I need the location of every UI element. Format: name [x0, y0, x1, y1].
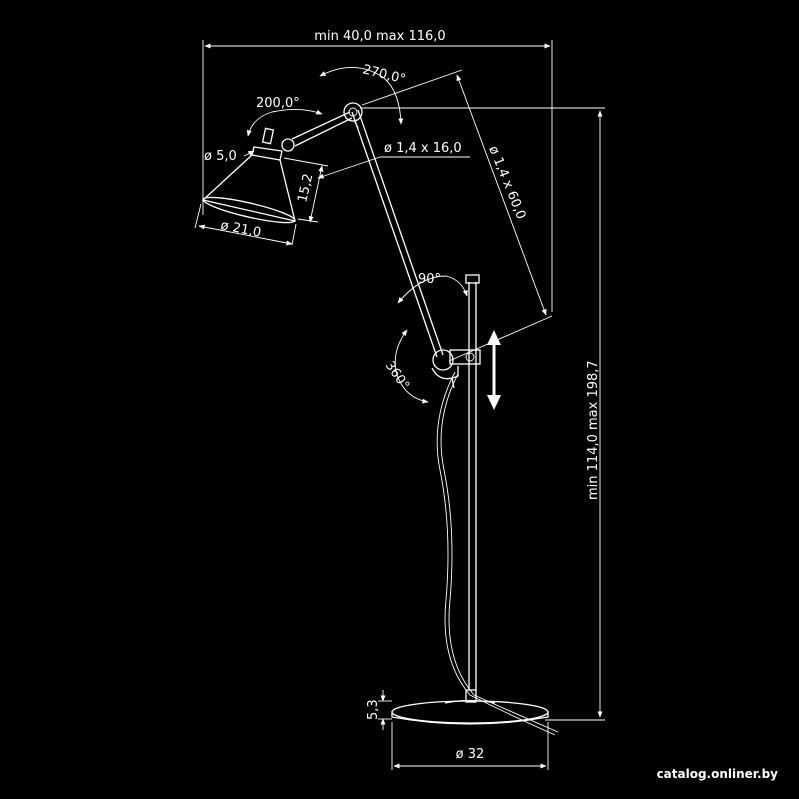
shade-rotation-arc: 200,0° — [246, 96, 323, 137]
arm-rotation-label: 270,0° — [361, 62, 407, 87]
shade-depth-dimension: 15,2 — [283, 157, 329, 223]
base-height-dimension: 5,3 — [366, 690, 392, 730]
shade-diameter-label: ø 21,0 — [219, 218, 262, 241]
lamp-base — [391, 689, 549, 725]
shade-depth-label: 15,2 — [295, 172, 316, 204]
base-height-label: 5,3 — [366, 699, 381, 720]
width-dimension: min 40,0 max 116,0 — [202, 29, 553, 312]
elbow-angle-arc: 90° — [397, 272, 468, 304]
elbow-angle-label: 90° — [418, 272, 441, 287]
base-diameter-dimension: ø 32 — [391, 722, 549, 770]
height-dimension: min 114,0 max 198,7 — [360, 107, 605, 721]
vertical-pole — [465, 274, 480, 690]
height-range-label: min 114,0 max 198,7 — [586, 360, 601, 500]
arm-rotation-arc: 270,0° — [319, 62, 407, 125]
lower-arm-dimension: ø 1,4 x 60,0 — [361, 69, 553, 362]
lower-arm — [351, 109, 444, 358]
base-rotation-arc: 360° — [382, 329, 429, 404]
socket-diameter-label: ø 5,0 — [204, 149, 237, 164]
base-diameter-label: ø 32 — [456, 747, 485, 762]
power-cable — [436, 371, 556, 736]
shade-rotation-label: 200,0° — [256, 96, 300, 111]
lamp-shade — [201, 127, 296, 224]
upper-arm — [291, 111, 353, 147]
elbow-joint — [431, 349, 481, 389]
height-adjust-arrow-icon — [487, 330, 501, 410]
base-rotation-label: 360° — [382, 359, 412, 393]
width-range-label: min 40,0 max 116,0 — [314, 29, 445, 44]
upper-arm-dimension: ø 1,4 x 16,0 — [317, 141, 470, 179]
upper-arm-label: ø 1,4 x 16,0 — [384, 141, 462, 156]
socket-diameter-dimension: ø 5,0 — [204, 149, 255, 164]
watermark: catalog.onliner.by — [657, 767, 779, 781]
